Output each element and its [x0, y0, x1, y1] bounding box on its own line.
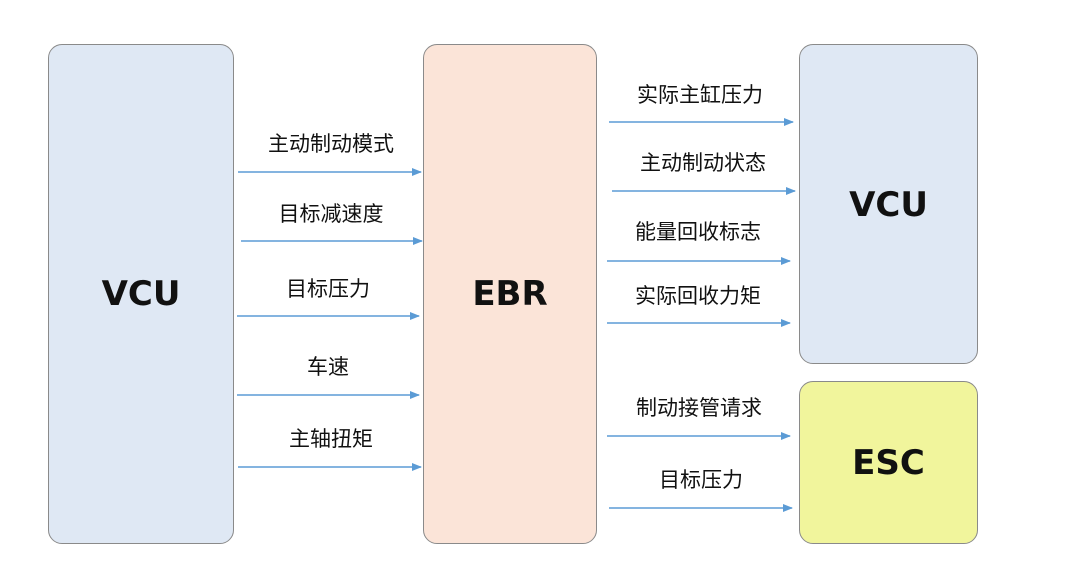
ebr-label: EBR [472, 274, 548, 314]
signal-label-target-pressure-out: 目标压力 [659, 468, 743, 492]
signal-label-target-pressure-in: 目标压力 [286, 277, 370, 301]
signal-label-actual-master-cylinder-pressure: 实际主缸压力 [637, 83, 763, 107]
vcu-left-label: VCU [101, 274, 181, 314]
signal-label-target-deceleration: 目标减速度 [278, 202, 384, 226]
vcu-right-label: VCU [849, 185, 928, 225]
signal-label-actual-recovery-torque: 实际回收力矩 [635, 284, 761, 308]
signal-label-vehicle-speed: 车速 [307, 355, 349, 379]
signal-label-active-brake-mode: 主动制动模式 [268, 132, 394, 156]
vcu-left-box: VCU [48, 44, 234, 544]
signal-label-spindle-torque: 主轴扭矩 [289, 427, 373, 451]
ebr-box: EBR [423, 44, 597, 544]
signal-label-brake-takeover-request: 制动接管请求 [636, 396, 762, 420]
signal-label-active-brake-status: 主动制动状态 [640, 151, 766, 175]
esc-box: ESC [799, 381, 978, 544]
esc-label: ESC [852, 442, 925, 483]
signal-label-energy-recovery-flag: 能量回收标志 [635, 220, 761, 244]
vcu-right-box: VCU [799, 44, 978, 364]
